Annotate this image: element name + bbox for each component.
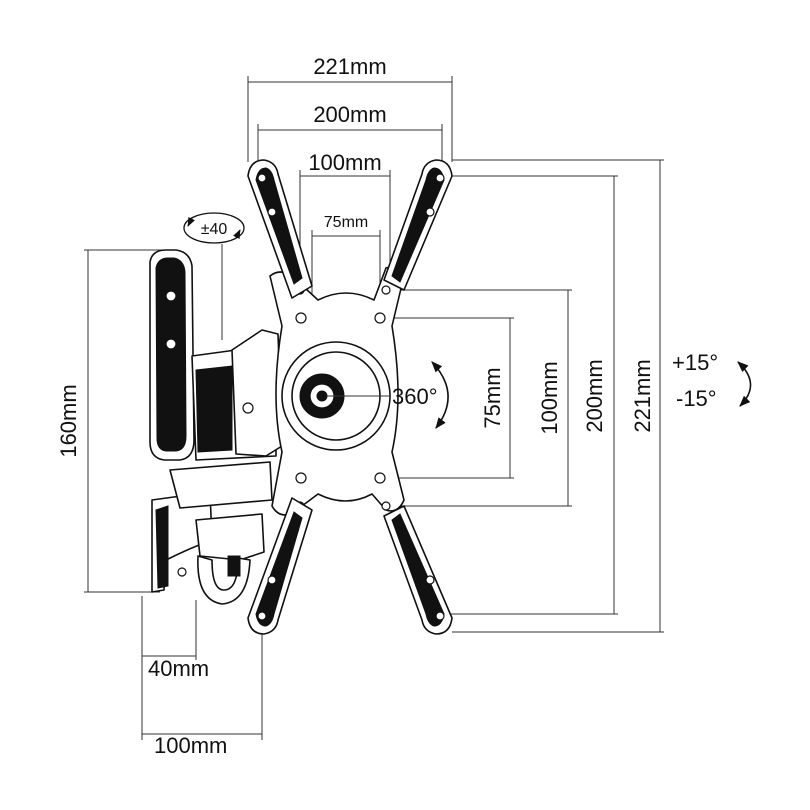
right-dimensions xyxy=(390,159,664,633)
top-dimensions xyxy=(247,76,453,318)
label-height-200: 200mm xyxy=(582,359,607,432)
vesa-hole xyxy=(374,472,386,484)
label-tilt-up: +15° xyxy=(672,350,718,375)
arm-bolt xyxy=(242,402,254,414)
label-wall-height: 160mm xyxy=(56,384,81,457)
label-width-75: 75mm xyxy=(324,214,368,231)
vesa-hole xyxy=(295,312,307,324)
vesa-hole xyxy=(295,472,307,484)
label-rotate: 360° xyxy=(392,384,438,409)
wall-hole xyxy=(165,290,177,302)
wall-plate xyxy=(149,249,213,593)
vesa-hole xyxy=(381,285,391,295)
label-width-200: 200mm xyxy=(313,102,386,127)
label-height-75: 75mm xyxy=(480,367,505,428)
label-height-100: 100mm xyxy=(537,361,562,434)
label-depth-max: 100mm xyxy=(154,733,227,758)
label-tilt-down: -15° xyxy=(676,386,717,411)
extension-arms xyxy=(247,159,453,635)
label-depth-min: 40mm xyxy=(148,656,209,681)
label-width-100: 100mm xyxy=(308,150,381,175)
left-dimensions xyxy=(84,244,263,740)
swivel-ellipse-icon xyxy=(183,212,245,244)
vesa-hole xyxy=(381,501,391,511)
arm-assembly xyxy=(169,329,283,605)
wall-hole xyxy=(177,567,187,577)
rotate-arrow-icon xyxy=(326,361,449,429)
label-swivel: ±40 xyxy=(201,221,228,238)
vesa-plate xyxy=(269,266,405,516)
label-height-221: 221mm xyxy=(630,359,655,432)
label-width-221: 221mm xyxy=(313,54,386,79)
tilt-arrow-icon xyxy=(737,361,752,407)
wall-hole xyxy=(165,338,177,350)
vesa-hole xyxy=(374,312,386,324)
